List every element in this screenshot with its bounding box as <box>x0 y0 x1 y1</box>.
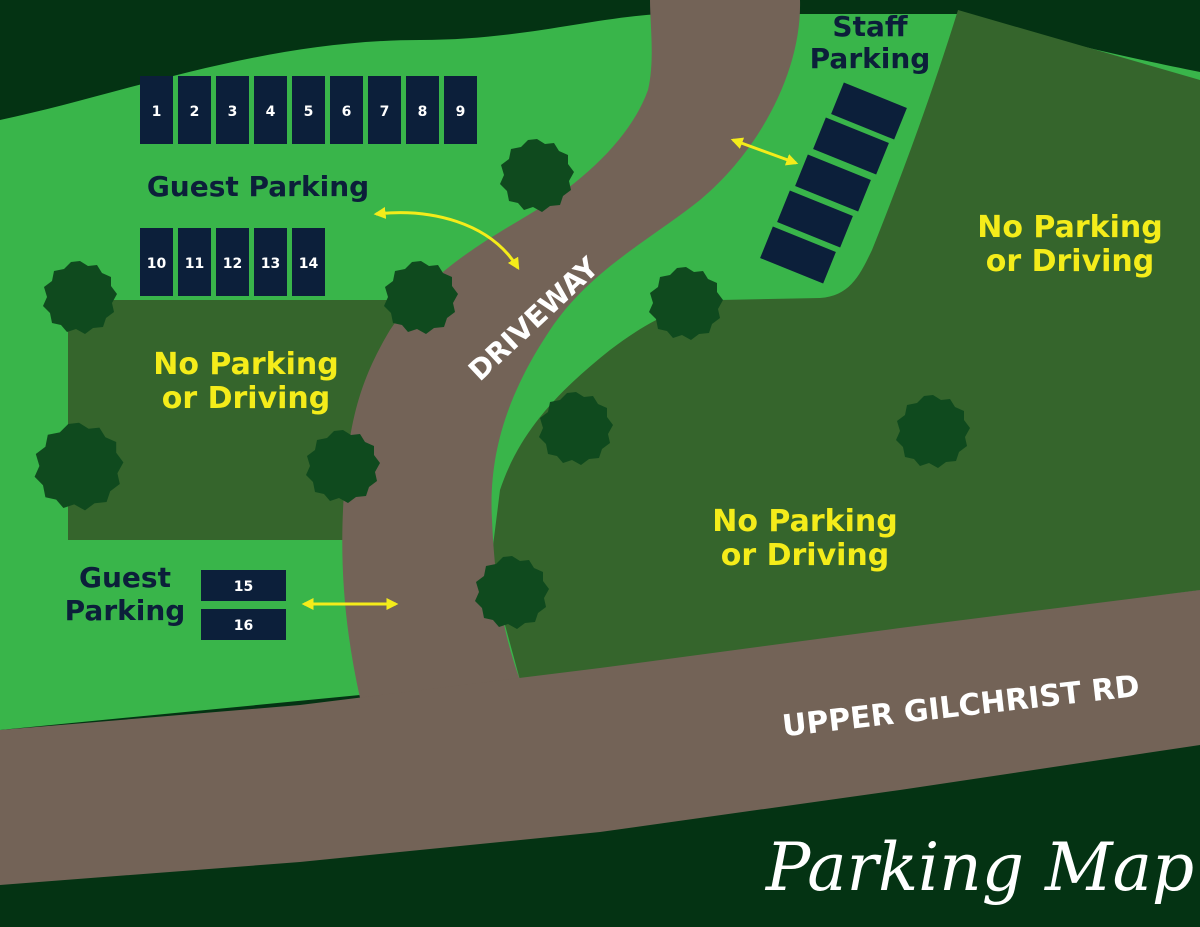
staff-stalls <box>760 82 907 284</box>
guest-parking-south-label-line-2: Parking <box>65 594 186 627</box>
parking-stall <box>178 76 211 144</box>
stall-number: 14 <box>299 256 319 272</box>
no-parking-northeast-line-1: No Parking <box>977 210 1162 245</box>
parking-stall <box>178 228 211 296</box>
stall-number: 5 <box>304 104 314 120</box>
stall-number: 12 <box>223 256 242 272</box>
parking-stall <box>330 76 363 144</box>
map-title: Parking Map <box>765 829 1194 906</box>
parking-stall <box>292 228 325 296</box>
parking-stall <box>444 76 477 144</box>
no-parking-northeast-line-2: or Driving <box>986 244 1155 279</box>
access-arrow-icon <box>730 137 799 166</box>
parking-stall <box>760 226 836 284</box>
parking-stall <box>140 228 173 296</box>
no-parking-west-line-2: or Driving <box>162 381 331 416</box>
stall-number: 4 <box>266 104 276 120</box>
road-upper-gilchrist <box>0 590 1200 885</box>
guest-stalls-south: 15 16 <box>201 570 286 640</box>
no-parking-center-line-1: No Parking <box>712 504 897 539</box>
stall-number: 11 <box>185 256 204 272</box>
driveway <box>342 0 801 698</box>
stall-number: 6 <box>342 104 352 120</box>
access-arrow-icon <box>373 206 520 271</box>
stall-number: 15 <box>234 579 253 595</box>
no-parking-west-line-1: No Parking <box>153 347 338 382</box>
stall-number: 1 <box>152 104 162 120</box>
stall-number: 9 <box>456 104 466 120</box>
parking-stall <box>216 228 249 296</box>
guest-stalls-row-1: 1 2 3 4 5 6 7 8 9 <box>140 76 477 144</box>
parking-stall <box>831 82 907 140</box>
parking-stall <box>201 570 286 601</box>
parking-stall <box>140 76 173 144</box>
parking-stall <box>406 76 439 144</box>
guest-parking-north-label: Guest Parking <box>147 170 369 203</box>
stall-number: 7 <box>380 104 390 120</box>
stall-number: 3 <box>228 104 238 120</box>
parking-stall <box>216 76 249 144</box>
staff-parking-label-line-1: Staff <box>832 10 907 43</box>
stall-number: 2 <box>190 104 200 120</box>
guest-parking-south-label-line-1: Guest <box>79 561 171 594</box>
stall-number: 16 <box>234 618 253 634</box>
parking-stall <box>201 609 286 640</box>
parking-stall <box>777 190 853 248</box>
parking-stall <box>368 76 401 144</box>
stall-number: 8 <box>418 104 428 120</box>
stall-number: 13 <box>261 256 280 272</box>
parking-stall <box>254 76 287 144</box>
parking-stall <box>254 228 287 296</box>
staff-parking-label-line-2: Parking <box>810 42 931 75</box>
parking-stall <box>292 76 325 144</box>
parking-stall <box>813 117 889 175</box>
no-parking-zone-east <box>490 10 1200 680</box>
stall-number: 10 <box>147 256 167 272</box>
guest-stalls-row-2: 10 11 12 13 14 <box>140 228 325 296</box>
parking-stall <box>795 154 871 212</box>
no-parking-center-line-2: or Driving <box>721 538 890 573</box>
